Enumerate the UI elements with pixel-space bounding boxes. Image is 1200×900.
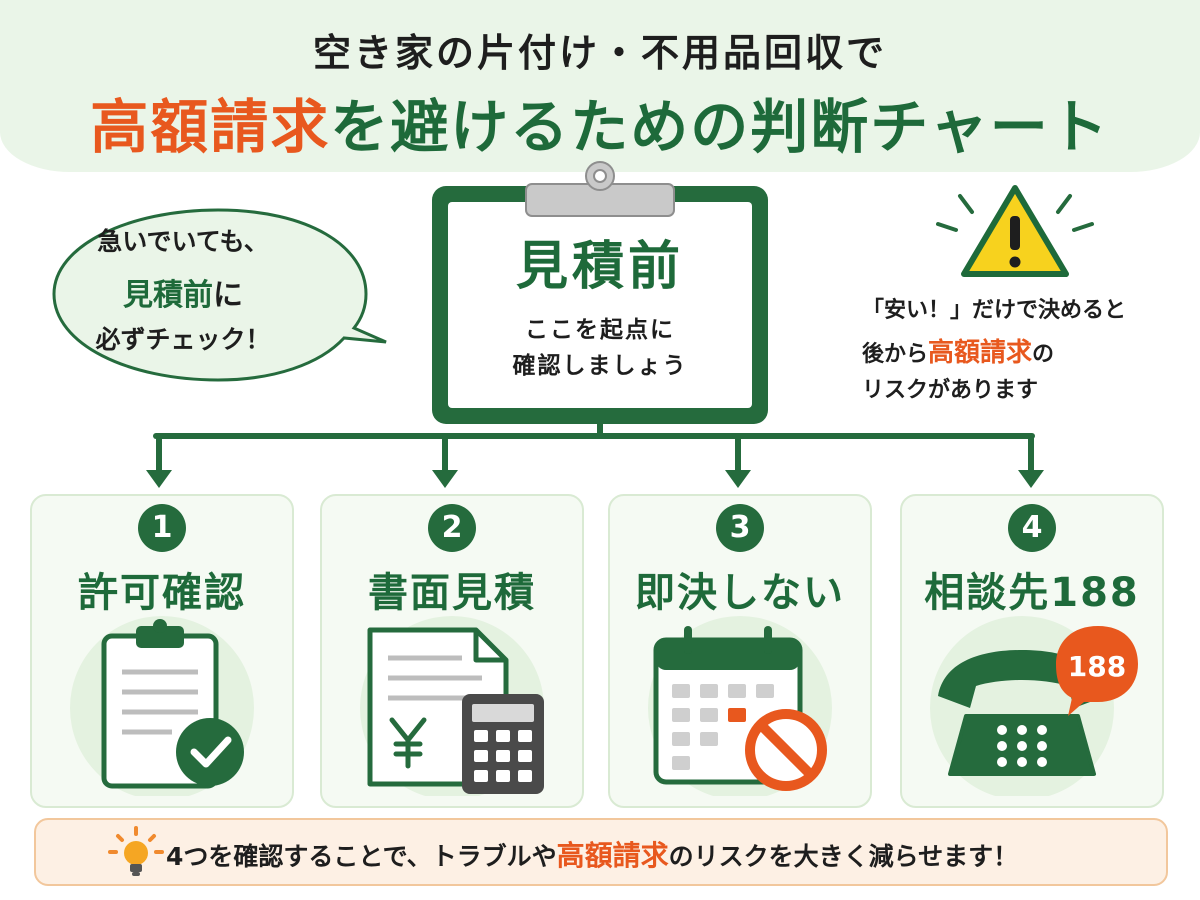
clipboard-line1: ここを起点に bbox=[525, 317, 675, 343]
clipboard-paper: 見積前 ここを起点に 確認しましょう bbox=[448, 202, 752, 408]
warning-line2: 後から高額請求の bbox=[862, 332, 1182, 369]
warning-highlight: 高額請求 bbox=[928, 338, 1033, 368]
step-title: 書面見積 bbox=[368, 570, 536, 616]
footer-text-post: のリスクを大きく減らせます！ bbox=[668, 842, 1019, 871]
calendar-prohibited-icon bbox=[648, 616, 832, 796]
clipboard-heading: 見積前 bbox=[515, 237, 684, 297]
step-card-1: 1 許可確認 bbox=[30, 494, 294, 808]
title-highlight: 高額請求 bbox=[90, 93, 331, 161]
clipboard-line2: 確認しましょう bbox=[512, 353, 688, 379]
bubble-line1: 急いでいても、 bbox=[97, 227, 269, 256]
footer-highlight: 高額請求 bbox=[556, 839, 669, 872]
step-title: 許可確認 bbox=[78, 570, 246, 616]
title-rest: を避けるための判断チャート bbox=[330, 93, 1110, 161]
step-number-badge: 1 bbox=[138, 504, 186, 552]
flow-connector bbox=[146, 420, 1044, 488]
footer-text-pre: 4つを確認することで、トラブルや bbox=[166, 842, 557, 871]
step-title: 即決しない bbox=[635, 570, 845, 616]
warning-line3: リスクがあります bbox=[862, 378, 1039, 403]
phone-badge-number: 188 bbox=[1068, 650, 1126, 683]
clipboard-clip-icon bbox=[525, 161, 675, 217]
step-card-4: 4 相談先188 188 bbox=[900, 494, 1164, 808]
bubble-line3: 必ずチェック！ bbox=[95, 325, 271, 354]
bubble-highlight: 見積前 bbox=[123, 278, 213, 313]
start-clipboard: 見積前 ここを起点に 確認しましょう bbox=[432, 186, 768, 424]
clipboard-check-icon bbox=[70, 616, 254, 796]
warning-icon bbox=[936, 185, 1094, 277]
page-title-line1: 空き家の片付け・不用品回収で bbox=[312, 31, 887, 75]
bubble-line2: 見積前に bbox=[58, 270, 308, 314]
speech-bubble bbox=[52, 208, 387, 382]
telephone-icon: 188 bbox=[930, 616, 1138, 796]
document-yen-calculator-icon bbox=[360, 616, 544, 796]
step-number-badge: 2 bbox=[428, 504, 476, 552]
step-card-2: 2 書面見積 bbox=[320, 494, 584, 808]
lightbulb-icon bbox=[108, 826, 164, 876]
step-title: 相談先188 bbox=[924, 570, 1140, 616]
step-number-badge: 3 bbox=[716, 504, 764, 552]
warning-line1: 「安い！」だけで決めると bbox=[862, 298, 1127, 323]
warning-line2-post: の bbox=[1032, 342, 1055, 367]
footer-text: 4つを確認することで、トラブルや高額請求のリスクを大きく減らせます！ bbox=[166, 834, 1018, 874]
page-title-line2: 高額請求を避けるための判断チャート bbox=[0, 80, 1200, 164]
bubble-line2-rest: に bbox=[213, 278, 243, 313]
step-number-badge: 4 bbox=[1008, 504, 1056, 552]
header-band bbox=[0, 0, 1200, 172]
footer-note: 4つを確認することで、トラブルや高額請求のリスクを大きく減らせます！ bbox=[34, 818, 1168, 886]
warning-line2-pre: 後から bbox=[862, 342, 929, 367]
step-card-3: 3 即決しない bbox=[608, 494, 872, 808]
